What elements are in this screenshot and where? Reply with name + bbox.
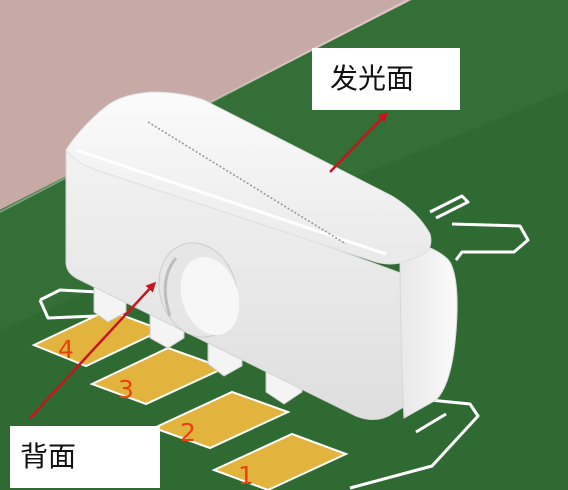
silkscreen-outline xyxy=(38,194,530,490)
housing-top-face xyxy=(65,91,432,265)
light-emitting-face-callout: 发光面 xyxy=(312,48,460,110)
pin-number-2: 2 xyxy=(180,418,196,447)
housing-front-face xyxy=(65,149,437,420)
pin-number-4: 4 xyxy=(58,335,74,364)
bottom-callout-arrow xyxy=(29,281,157,419)
back-hole-shadow xyxy=(163,257,178,317)
pad-2 xyxy=(151,390,291,450)
back-face-callout: 背面 xyxy=(10,426,160,488)
solder-pads xyxy=(31,308,349,490)
component-housing xyxy=(65,91,458,420)
housing-top-edge xyxy=(75,148,387,256)
pin-number-1: 1 xyxy=(238,461,254,490)
light-emitting-slit xyxy=(147,121,347,245)
back-face-label: 背面 xyxy=(20,440,77,473)
back-hole-inner xyxy=(180,256,240,336)
top-callout-arrow xyxy=(329,111,389,173)
light-emitting-face-label: 发光面 xyxy=(330,62,415,95)
pad-1 xyxy=(211,432,349,490)
housing-side-face xyxy=(399,237,458,419)
pin-number-3: 3 xyxy=(118,375,134,404)
